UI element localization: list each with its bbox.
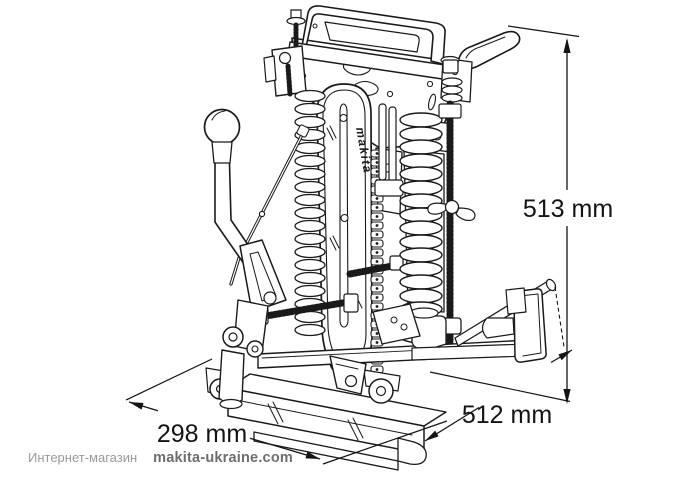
arrow-right-icon xyxy=(305,451,320,459)
feed-lever xyxy=(203,108,359,410)
carry-handle xyxy=(287,5,453,81)
watermark-site-link[interactable]: makita-ukraine.com xyxy=(153,450,293,466)
dimension-annotations: 513 mm 512 mm 298 mm xyxy=(125,25,613,465)
arrow-left-icon xyxy=(129,402,144,410)
watermark-store-label: Интернет-магазин xyxy=(28,450,138,465)
arrow-down-icon xyxy=(563,389,571,404)
arrow-up-icon xyxy=(563,38,571,53)
side-rods-bracket xyxy=(411,278,557,363)
arrow-sw-icon xyxy=(425,430,439,441)
height-dimension-label: 513 mm xyxy=(523,195,613,223)
watermark: Интернет-магазин makita-ukraine.com xyxy=(28,450,293,466)
bar-guard xyxy=(329,355,367,395)
dimension-height: 513 mm xyxy=(429,25,613,404)
dimension-width: 512 mm xyxy=(424,286,573,442)
guide-posts xyxy=(374,103,404,197)
depth-dimension-label: 298 mm xyxy=(157,420,247,448)
machine-illustration xyxy=(203,5,557,471)
depth-stop-bolts xyxy=(263,9,307,97)
feed-screw-stub xyxy=(346,255,404,278)
dimension-depth: 298 mm xyxy=(125,358,448,465)
arrow-ne-icon xyxy=(558,350,572,361)
width-dimension-label: 512 mm xyxy=(462,401,552,429)
